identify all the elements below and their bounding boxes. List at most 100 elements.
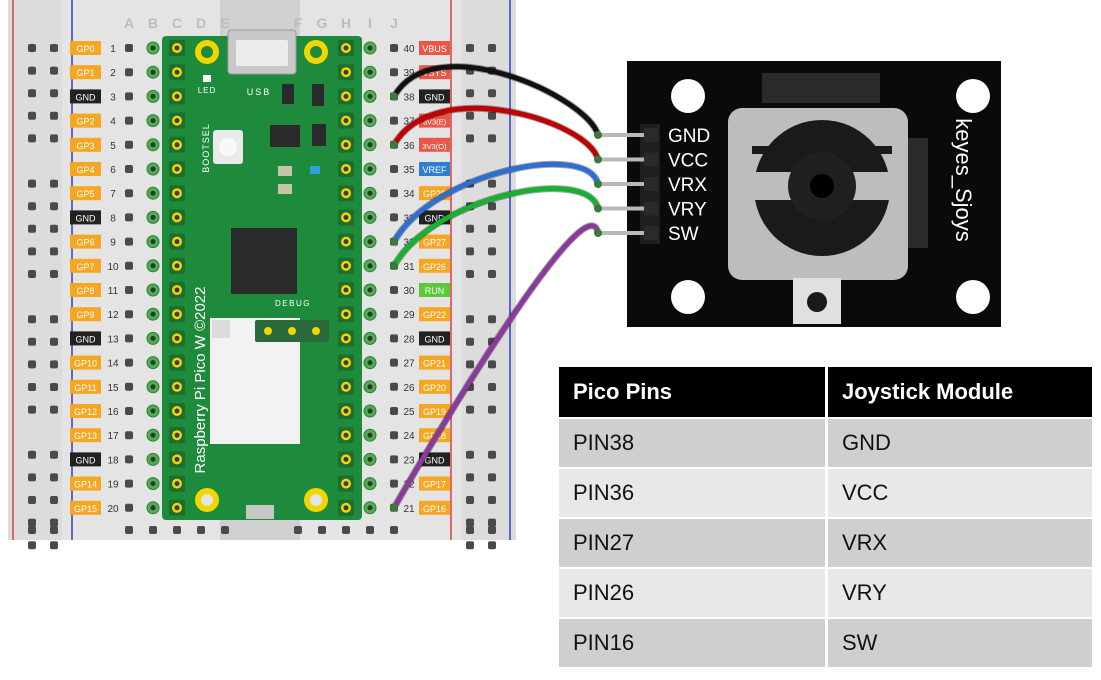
table-header-row: Pico Pins Joystick Module xyxy=(559,367,1092,418)
pin-label-name: GP10 xyxy=(74,359,97,369)
breadboard-hole xyxy=(28,337,36,346)
breadboard-hole xyxy=(28,473,36,482)
wires xyxy=(390,63,602,512)
breadboard-hole xyxy=(50,89,58,98)
pin-hole-center xyxy=(150,239,156,245)
pin-label-name: GP28 xyxy=(423,189,446,199)
pin-label-name: GND xyxy=(76,455,97,465)
pin-label-badge xyxy=(419,258,450,273)
pin-hole-center xyxy=(150,118,156,124)
breadboard-hole xyxy=(125,382,133,391)
pin-number: 18 xyxy=(107,455,119,466)
pin-mapping-table: Pico Pins Joystick Module PIN38 GND PIN3… xyxy=(559,367,1092,667)
breadboard-hole xyxy=(488,111,496,120)
pin-label-name: GP12 xyxy=(74,407,97,417)
header-hole xyxy=(174,166,180,172)
pin-label-name: GP20 xyxy=(423,383,446,393)
pin-hole-center xyxy=(367,190,373,196)
breadboard-hole xyxy=(466,134,474,143)
breadboard-hole xyxy=(466,526,474,534)
breadboard-hole xyxy=(466,270,474,278)
pin-label-badge xyxy=(70,186,101,201)
breadboard-hole xyxy=(50,134,58,143)
pin-label-badge xyxy=(70,476,101,491)
pin-hole-center xyxy=(367,432,373,438)
pin-label-badge xyxy=(70,452,101,467)
breadboard-hole xyxy=(466,111,474,120)
header-hole xyxy=(343,69,349,75)
pin-number: 28 xyxy=(403,334,415,345)
pin-label-badge xyxy=(419,331,450,346)
pin-hole-center xyxy=(150,360,156,366)
pin-label-badge xyxy=(70,65,101,80)
pin-label-name: GP26 xyxy=(423,262,446,272)
pin-number: 23 xyxy=(403,455,415,466)
pin-number: 3 xyxy=(110,92,116,103)
breadboard-hole xyxy=(197,526,205,534)
joystick-pin-label-gnd: GND xyxy=(668,126,710,147)
header-hole xyxy=(174,481,180,487)
pin-label-name: GP27 xyxy=(423,238,446,248)
mount-hole xyxy=(671,79,705,113)
header-hole xyxy=(174,335,180,341)
breadboard-hole xyxy=(390,431,398,440)
breadboard-hole xyxy=(488,179,496,188)
pin-label-name: VREF xyxy=(422,165,447,175)
pin-hole-center xyxy=(367,118,373,124)
breadboard-hole xyxy=(50,383,58,391)
wire-end xyxy=(594,131,602,139)
header-hole xyxy=(174,214,180,220)
pin-label-name: VSYS xyxy=(422,68,446,78)
pin-label-name: 3V3(O) xyxy=(422,142,447,151)
pin-label-badge xyxy=(70,89,101,104)
breadboard-hole xyxy=(466,337,474,346)
header-hole xyxy=(343,190,349,196)
breadboard-hole xyxy=(342,526,350,534)
breadboard-hole xyxy=(390,382,398,391)
pin-label-name: GP17 xyxy=(423,480,446,490)
pin-label-badge xyxy=(70,137,101,152)
bootsel-label: BOOTSEL xyxy=(201,123,211,173)
column-letter: E xyxy=(220,15,229,31)
table-row: PIN27 VRX xyxy=(559,517,1092,568)
breadboard-hole xyxy=(50,496,58,504)
wire-gnd xyxy=(391,64,601,138)
wire-end xyxy=(390,140,398,149)
led-component xyxy=(203,75,211,82)
pin-number: 36 xyxy=(403,141,415,152)
header-hole xyxy=(343,287,349,293)
wire-end xyxy=(390,503,398,512)
header-hole xyxy=(343,456,349,462)
joystick-pin-cell: GND xyxy=(826,417,1092,468)
breadboard-hole xyxy=(50,526,58,534)
header-hole xyxy=(174,384,180,390)
pin-label-badge xyxy=(70,258,101,273)
pin-label-name: GND xyxy=(425,455,446,465)
wire-end xyxy=(594,229,602,237)
pin-label-name: GP0 xyxy=(76,44,94,54)
header-hole xyxy=(343,360,349,366)
pin-hole-center xyxy=(150,287,156,293)
breadboard-hole xyxy=(28,526,36,534)
pin-label-name: GP4 xyxy=(76,165,94,175)
breadboard-hole xyxy=(28,383,36,391)
pin-hole-center xyxy=(367,263,373,269)
breadboard-hole xyxy=(50,111,58,120)
header-hole xyxy=(174,360,180,366)
pin-number: 13 xyxy=(107,334,119,345)
table-row: PIN38 GND xyxy=(559,417,1092,468)
joystick-pin-socket xyxy=(644,128,658,142)
joystick-pin-label-vcc: VCC xyxy=(668,151,708,172)
breadboard-hole xyxy=(28,111,36,120)
column-letter: D xyxy=(196,15,206,31)
pin-hole-center xyxy=(150,190,156,196)
breadboard-hole xyxy=(390,479,398,488)
pin-number: 25 xyxy=(403,407,415,418)
pin-hole-center xyxy=(367,360,373,366)
pin-number: 38 xyxy=(403,92,415,103)
header-pico-pins: Pico Pins xyxy=(559,367,828,418)
joystick-pin-label-vrx: VRX xyxy=(668,175,707,196)
pin-label-badge xyxy=(70,331,101,346)
breadboard-hole xyxy=(50,405,58,414)
